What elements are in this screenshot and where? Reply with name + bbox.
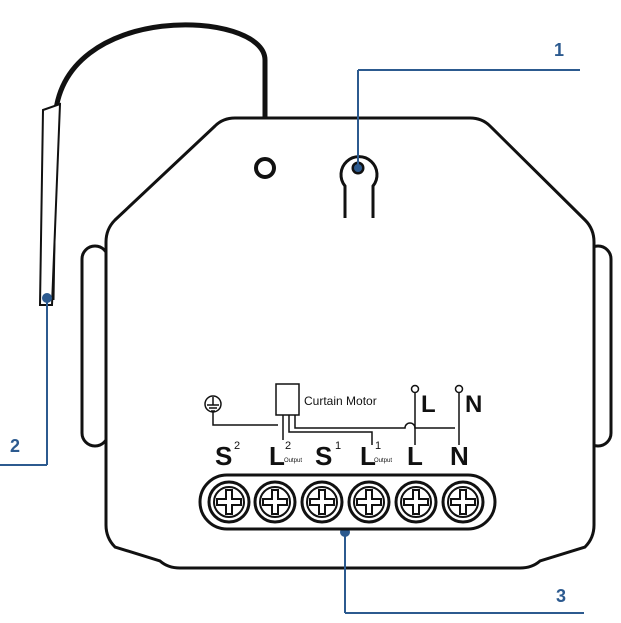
svg-text:Output: Output — [374, 458, 392, 464]
antenna-sleeve — [38, 102, 62, 306]
svg-text:S: S — [315, 441, 332, 471]
terminal-label-l: L — [407, 441, 423, 471]
curtain-motor-box — [275, 383, 300, 416]
callout-1-number: 1 — [554, 40, 564, 60]
module-body — [104, 116, 596, 570]
line-supply-label: L — [421, 391, 436, 418]
svg-text:L: L — [269, 441, 285, 471]
terminal-screw-4 — [347, 480, 391, 524]
svg-text:2: 2 — [234, 440, 240, 452]
terminal-screw-5 — [394, 480, 438, 524]
svg-text:2: 2 — [285, 440, 291, 452]
terminal-label-s1: S 1 — [315, 440, 341, 471]
svg-text:S: S — [215, 441, 232, 471]
neutral-supply-label: N — [465, 391, 482, 418]
svg-text:N: N — [450, 441, 469, 471]
curtain-motor-label: Curtain Motor — [304, 394, 377, 408]
terminal-screw-6 — [441, 480, 485, 524]
terminal-label-n: N — [450, 441, 469, 471]
svg-text:L: L — [360, 441, 376, 471]
terminal-label-l1: L 1 Output — [360, 440, 392, 471]
terminal-label-l2: L 2 Output — [269, 440, 302, 471]
callout-3-number: 3 — [556, 586, 566, 606]
motor-wire-2 — [288, 415, 373, 445]
terminal-screw-3 — [300, 480, 344, 524]
callout-2-number: 2 — [10, 436, 20, 456]
antenna-wire — [49, 22, 268, 301]
callout-2: 2 — [0, 293, 52, 466]
callout-1: 1 — [354, 40, 580, 172]
terminal-label-s2: S 2 — [215, 440, 240, 471]
svg-text:1: 1 — [375, 440, 381, 452]
terminal-screw-1 — [207, 480, 251, 524]
left-side-tab — [80, 244, 110, 448]
svg-text:L: L — [407, 441, 423, 471]
terminal-screw-2 — [253, 480, 297, 524]
svg-text:Output: Output — [284, 458, 302, 464]
antenna-entry-hole — [254, 157, 276, 179]
ground-wire — [212, 412, 278, 426]
svg-text:1: 1 — [335, 440, 341, 452]
